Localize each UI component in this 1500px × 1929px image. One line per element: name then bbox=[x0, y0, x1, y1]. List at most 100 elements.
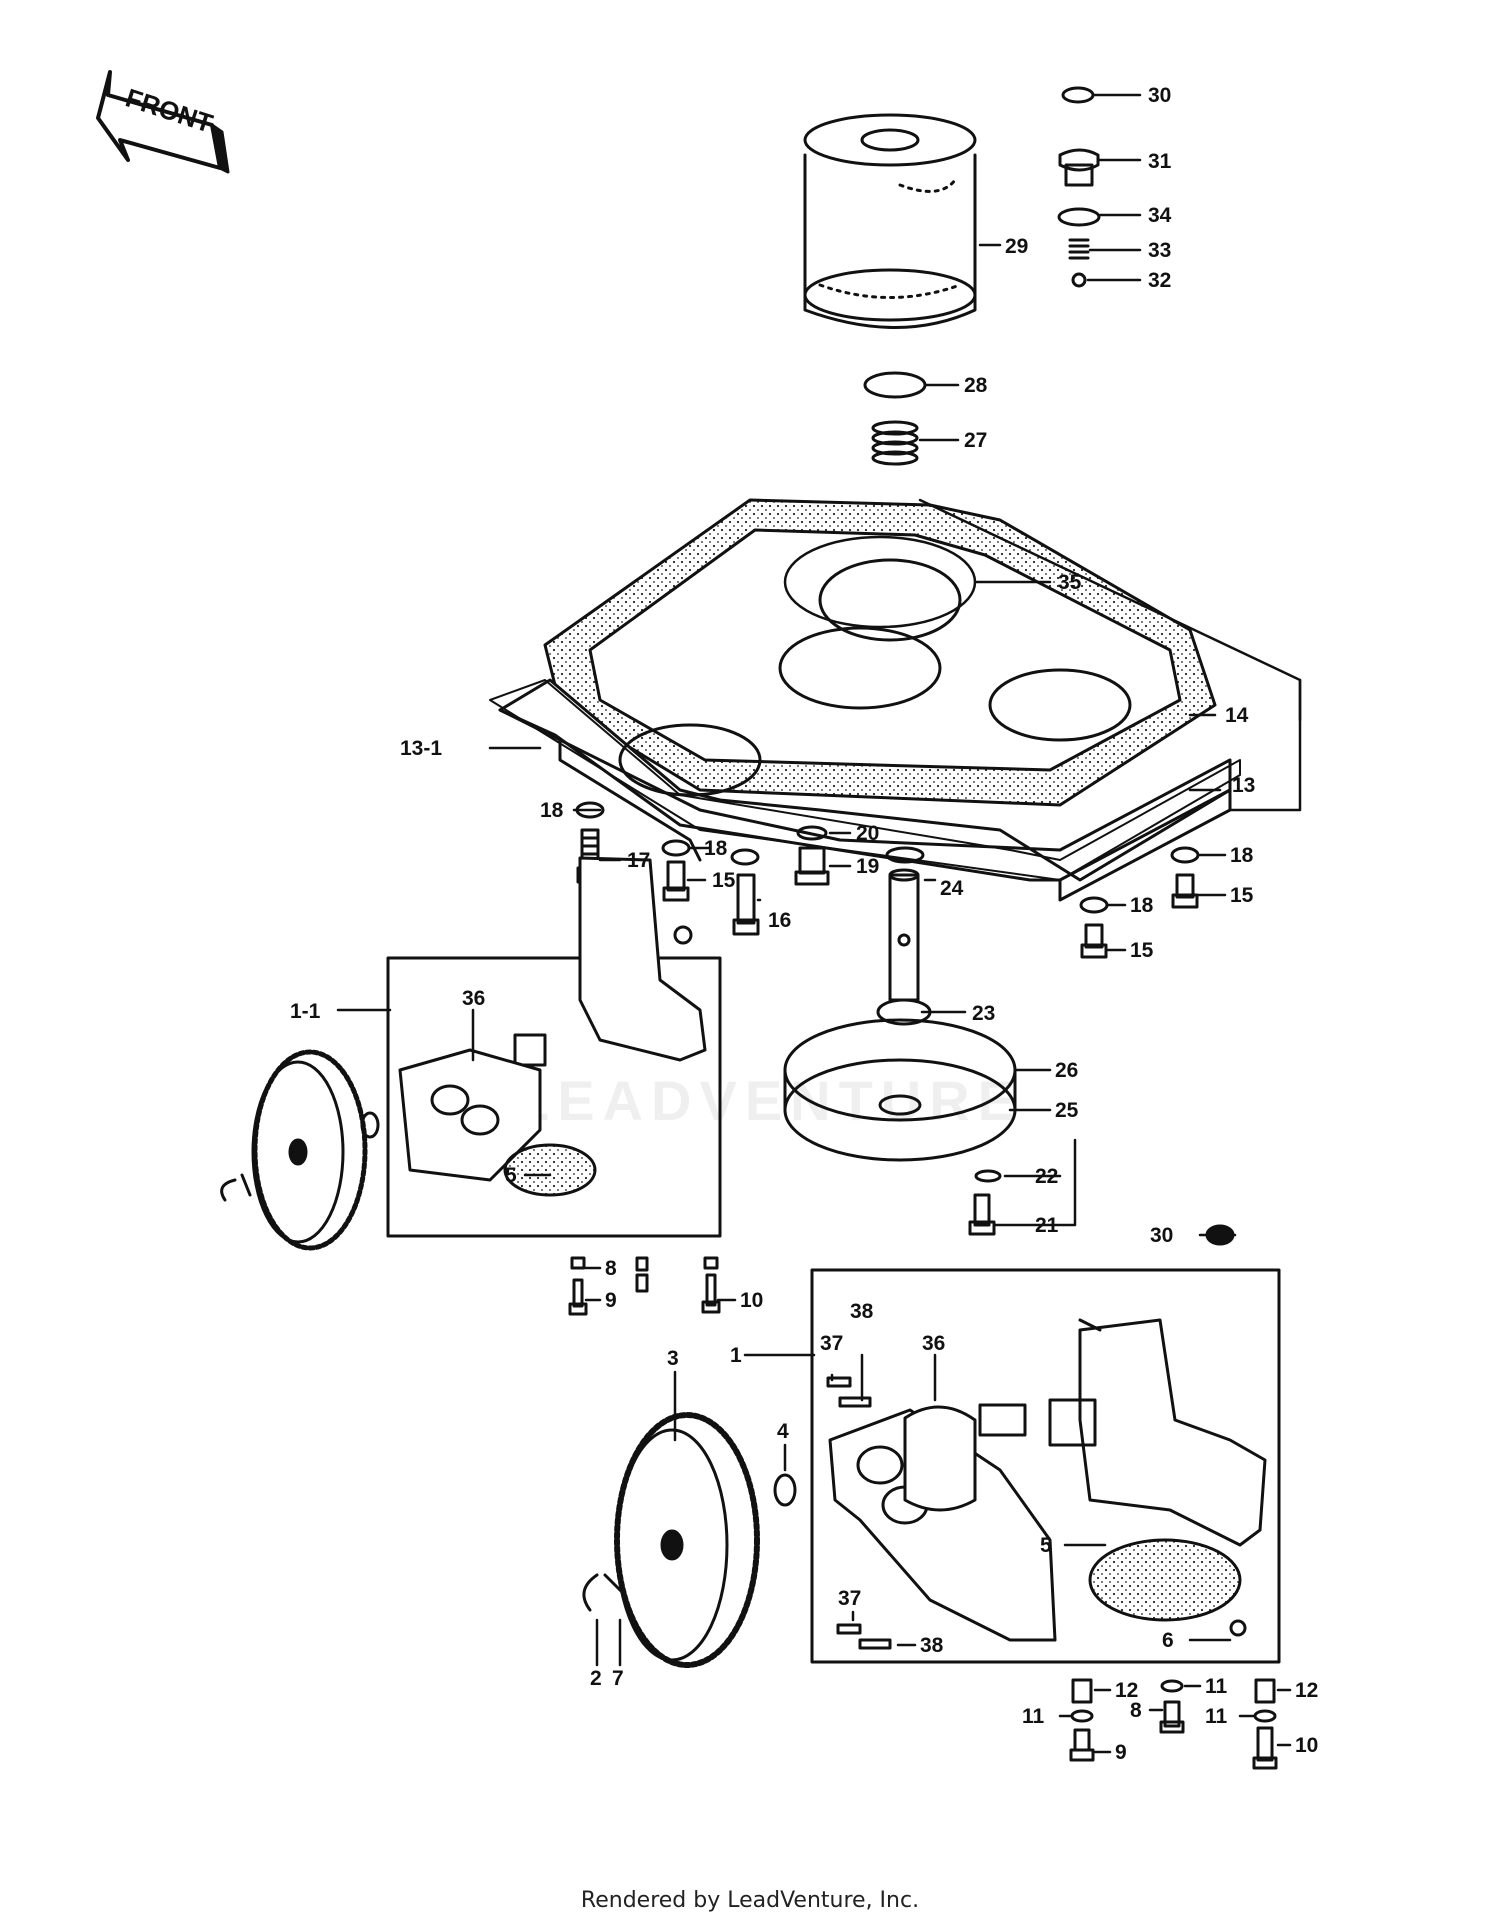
washer-18e-icon bbox=[1079, 896, 1109, 914]
callout-12b: 12 bbox=[1295, 1679, 1318, 1702]
washer-18b-icon bbox=[661, 839, 691, 857]
washer-28-icon bbox=[863, 371, 927, 399]
callout-37a: 37 bbox=[820, 1332, 843, 1355]
callout-1: 1 bbox=[730, 1344, 742, 1367]
clip-2-icon bbox=[582, 1573, 599, 1612]
callout-24: 24 bbox=[940, 877, 964, 900]
bolt-31-icon bbox=[1058, 148, 1100, 187]
nut-12b-icon bbox=[1254, 1678, 1276, 1704]
callout-11a: 11 bbox=[1022, 1705, 1045, 1728]
nut-small-icon bbox=[673, 925, 693, 945]
callout-5a: 5 bbox=[505, 1164, 517, 1187]
washer-30-icon bbox=[1061, 86, 1095, 104]
callout-30b: 30 bbox=[1150, 1224, 1173, 1247]
ball-32-icon bbox=[1071, 272, 1087, 288]
washer-18d-icon bbox=[1170, 846, 1200, 864]
screw-6-icon bbox=[1229, 1619, 1247, 1637]
oil-pump-1-1-icon bbox=[398, 856, 707, 1197]
washer-11b-icon bbox=[1160, 1679, 1184, 1693]
callout-33: 33 bbox=[1148, 239, 1171, 262]
callout-32: 32 bbox=[1148, 269, 1171, 292]
callout-30a: 30 bbox=[1148, 84, 1171, 107]
bolt-15c-icon bbox=[1080, 923, 1108, 959]
callout-5b: 5 bbox=[1040, 1534, 1052, 1557]
callout-18c: 18 bbox=[1230, 844, 1254, 867]
callout-18b: 18 bbox=[704, 837, 728, 860]
callout-11b: 11 bbox=[1205, 1675, 1228, 1698]
callout-37b: 37 bbox=[838, 1587, 861, 1610]
gear-1-1-icon bbox=[251, 1049, 368, 1251]
pin-7-icon bbox=[603, 1573, 627, 1597]
callout-27: 27 bbox=[964, 429, 987, 452]
nut-12a-icon bbox=[1071, 1678, 1093, 1704]
bolt-15b-icon bbox=[1171, 873, 1199, 909]
bolt-38a-icon bbox=[838, 1396, 872, 1408]
callout-18d: 18 bbox=[1130, 894, 1154, 917]
oil-filter-icon bbox=[803, 113, 977, 329]
footer-credit: Rendered by LeadVenture, Inc. bbox=[580, 1888, 920, 1913]
callout-13-1: 13-1 bbox=[400, 737, 442, 760]
callout-4: 4 bbox=[777, 1420, 789, 1443]
callout-9b: 9 bbox=[1115, 1741, 1127, 1764]
callout-17: 17 bbox=[627, 849, 650, 872]
bolt-38b-icon bbox=[858, 1638, 892, 1650]
callout-31: 31 bbox=[1148, 150, 1172, 173]
callout-29: 29 bbox=[1005, 235, 1028, 258]
callout-7: 7 bbox=[612, 1667, 624, 1690]
callout-labels: 30 31 34 33 32 29 28 27 35 14 13 13-1 18… bbox=[290, 84, 1318, 1764]
callout-25: 25 bbox=[1055, 1099, 1079, 1122]
callout-3: 3 bbox=[667, 1347, 679, 1370]
callout-15c: 15 bbox=[1130, 939, 1154, 962]
washer-22-icon bbox=[974, 1169, 1002, 1183]
callout-8a: 8 bbox=[605, 1257, 617, 1280]
o-ring-24-icon bbox=[885, 846, 925, 864]
bolt-10a-icon bbox=[701, 1256, 721, 1314]
callout-14: 14 bbox=[1225, 704, 1249, 727]
callout-1-1: 1-1 bbox=[290, 1000, 321, 1023]
washer-4-icon bbox=[773, 1473, 797, 1507]
bolt-8a-icon bbox=[568, 1256, 588, 1316]
front-arrow-icon bbox=[96, 70, 230, 174]
callout-28: 28 bbox=[964, 374, 988, 397]
callout-23: 23 bbox=[972, 1002, 995, 1025]
spring-27-icon bbox=[871, 420, 919, 466]
callout-36a: 36 bbox=[462, 987, 485, 1010]
plug-19-icon bbox=[794, 846, 830, 886]
spring-33-icon bbox=[1068, 238, 1090, 260]
gasket-13-1-icon bbox=[489, 679, 1241, 881]
bolt-9b-icon bbox=[1069, 1728, 1095, 1762]
callout-15b: 15 bbox=[1230, 884, 1254, 907]
bolt-37b-icon bbox=[836, 1623, 862, 1635]
callout-9a: 9 bbox=[605, 1289, 617, 1312]
pipe-23-icon bbox=[876, 868, 932, 1026]
bolt-9a-icon bbox=[635, 1256, 649, 1293]
bolt-15a-icon bbox=[662, 860, 690, 902]
callout-19: 19 bbox=[856, 855, 879, 878]
callout-35: 35 bbox=[1058, 571, 1082, 594]
callout-18a: 18 bbox=[540, 799, 564, 822]
washer-34-icon bbox=[1057, 207, 1101, 227]
callout-13: 13 bbox=[1232, 774, 1255, 797]
pin-7a-icon bbox=[240, 1173, 252, 1197]
bolt-16-icon bbox=[732, 873, 760, 936]
bolt-10b-icon bbox=[1252, 1726, 1278, 1770]
callout-11c: 11 bbox=[1205, 1705, 1228, 1728]
callout-8b: 8 bbox=[1130, 1699, 1142, 1722]
oil-pump-1-icon bbox=[828, 1318, 1267, 1642]
washer-11c-icon bbox=[1253, 1709, 1277, 1723]
callout-34: 34 bbox=[1148, 204, 1172, 227]
washer-18c-icon bbox=[730, 848, 760, 866]
callout-16: 16 bbox=[768, 909, 791, 932]
washer-20-icon bbox=[796, 825, 828, 841]
gasket-14-icon bbox=[543, 498, 1217, 807]
assembly-box-1-1 bbox=[386, 956, 722, 1238]
watermark: LEADVENTURE bbox=[515, 1069, 1024, 1132]
callout-20: 20 bbox=[856, 822, 879, 845]
callout-10a: 10 bbox=[740, 1289, 763, 1312]
leader-lines bbox=[336, 93, 1302, 1754]
callout-26: 26 bbox=[1055, 1059, 1078, 1082]
callout-21: 21 bbox=[1035, 1214, 1059, 1237]
callout-10b: 10 bbox=[1295, 1734, 1318, 1757]
callout-15a: 15 bbox=[712, 869, 736, 892]
